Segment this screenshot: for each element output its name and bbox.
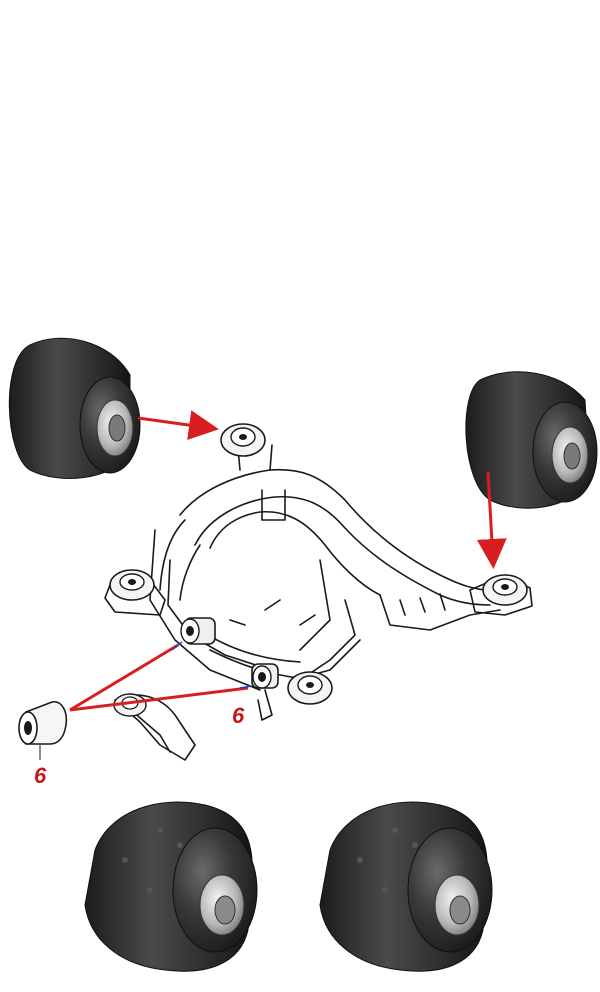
frame-bushing-part6-b — [251, 663, 279, 689]
frame-mount-left — [109, 569, 155, 601]
frame-bushing-part6-a — [180, 617, 216, 645]
arrow-top-left — [137, 410, 219, 440]
pointer-arrows — [69, 410, 507, 712]
loose-bushing-part6 — [18, 701, 68, 760]
bushing-top-right — [465, 371, 598, 509]
bushing-photo-left — [84, 801, 258, 972]
leader-line-a-end — [171, 641, 183, 651]
bushing-top-left — [8, 337, 141, 479]
frame-mount-top — [220, 423, 266, 457]
arrow-top-right — [476, 471, 507, 569]
leader-to-bushing-a — [69, 643, 179, 712]
part-number-label-lower: 6 — [34, 763, 47, 788]
subframe-drawing — [104, 444, 533, 761]
leader-line-b-end — [239, 685, 253, 689]
bushing-photo-right — [319, 801, 493, 972]
frame-mount-right — [482, 574, 528, 606]
part-number-label-upper: 6 — [232, 703, 245, 728]
frame-mount-lower-right — [287, 671, 333, 705]
leader-to-bushing-b — [69, 686, 249, 712]
